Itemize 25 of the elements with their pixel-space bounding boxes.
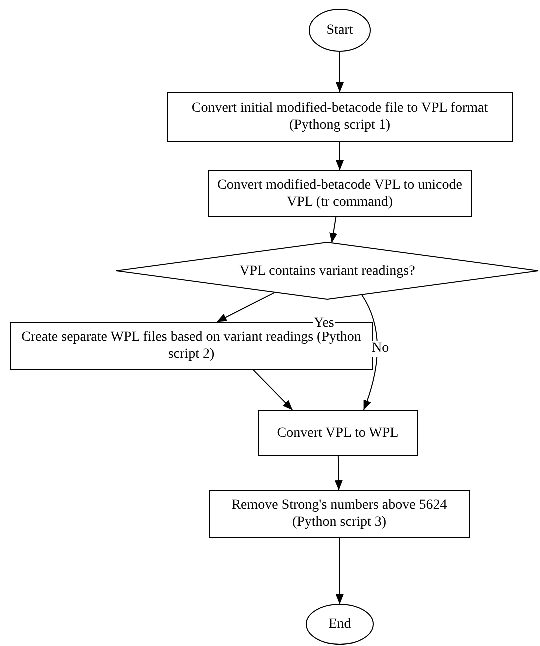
edge-label: No: [371, 341, 390, 357]
node-text: Start: [326, 22, 354, 39]
node-text: End: [328, 616, 352, 633]
process-box: [167, 92, 513, 142]
decision-diamond: [116, 242, 539, 300]
arrow: [336, 538, 344, 604]
process-box: [209, 490, 470, 538]
end-terminal: [306, 604, 374, 645]
process-box: [208, 170, 472, 217]
node-text: Convert modified-betacode VPL to unicode VPL (tr command): [216, 176, 464, 210]
start-terminal: [309, 9, 371, 52]
arrow: [334, 456, 343, 490]
process-box: [258, 410, 418, 456]
node-text: Remove Strong's numbers above 5624 (Python script 3): [230, 497, 448, 531]
node-text: Create separate WPL files based on variant readings (Python script 2): [20, 329, 362, 363]
arrow: [252, 370, 294, 410]
node-text: VPL contains variant readings?: [240, 262, 416, 280]
arrow: [336, 142, 344, 170]
node-text: Convert VPL to WPL: [277, 424, 399, 442]
arrow: [216, 292, 276, 322]
node-text: Convert initial modified-betacode file to VPL format (Pythong script 1): [190, 100, 490, 134]
edge-label: Yes: [313, 316, 336, 332]
arrow: [330, 216, 338, 244]
arrow: [362, 294, 378, 410]
arrow: [336, 52, 344, 92]
